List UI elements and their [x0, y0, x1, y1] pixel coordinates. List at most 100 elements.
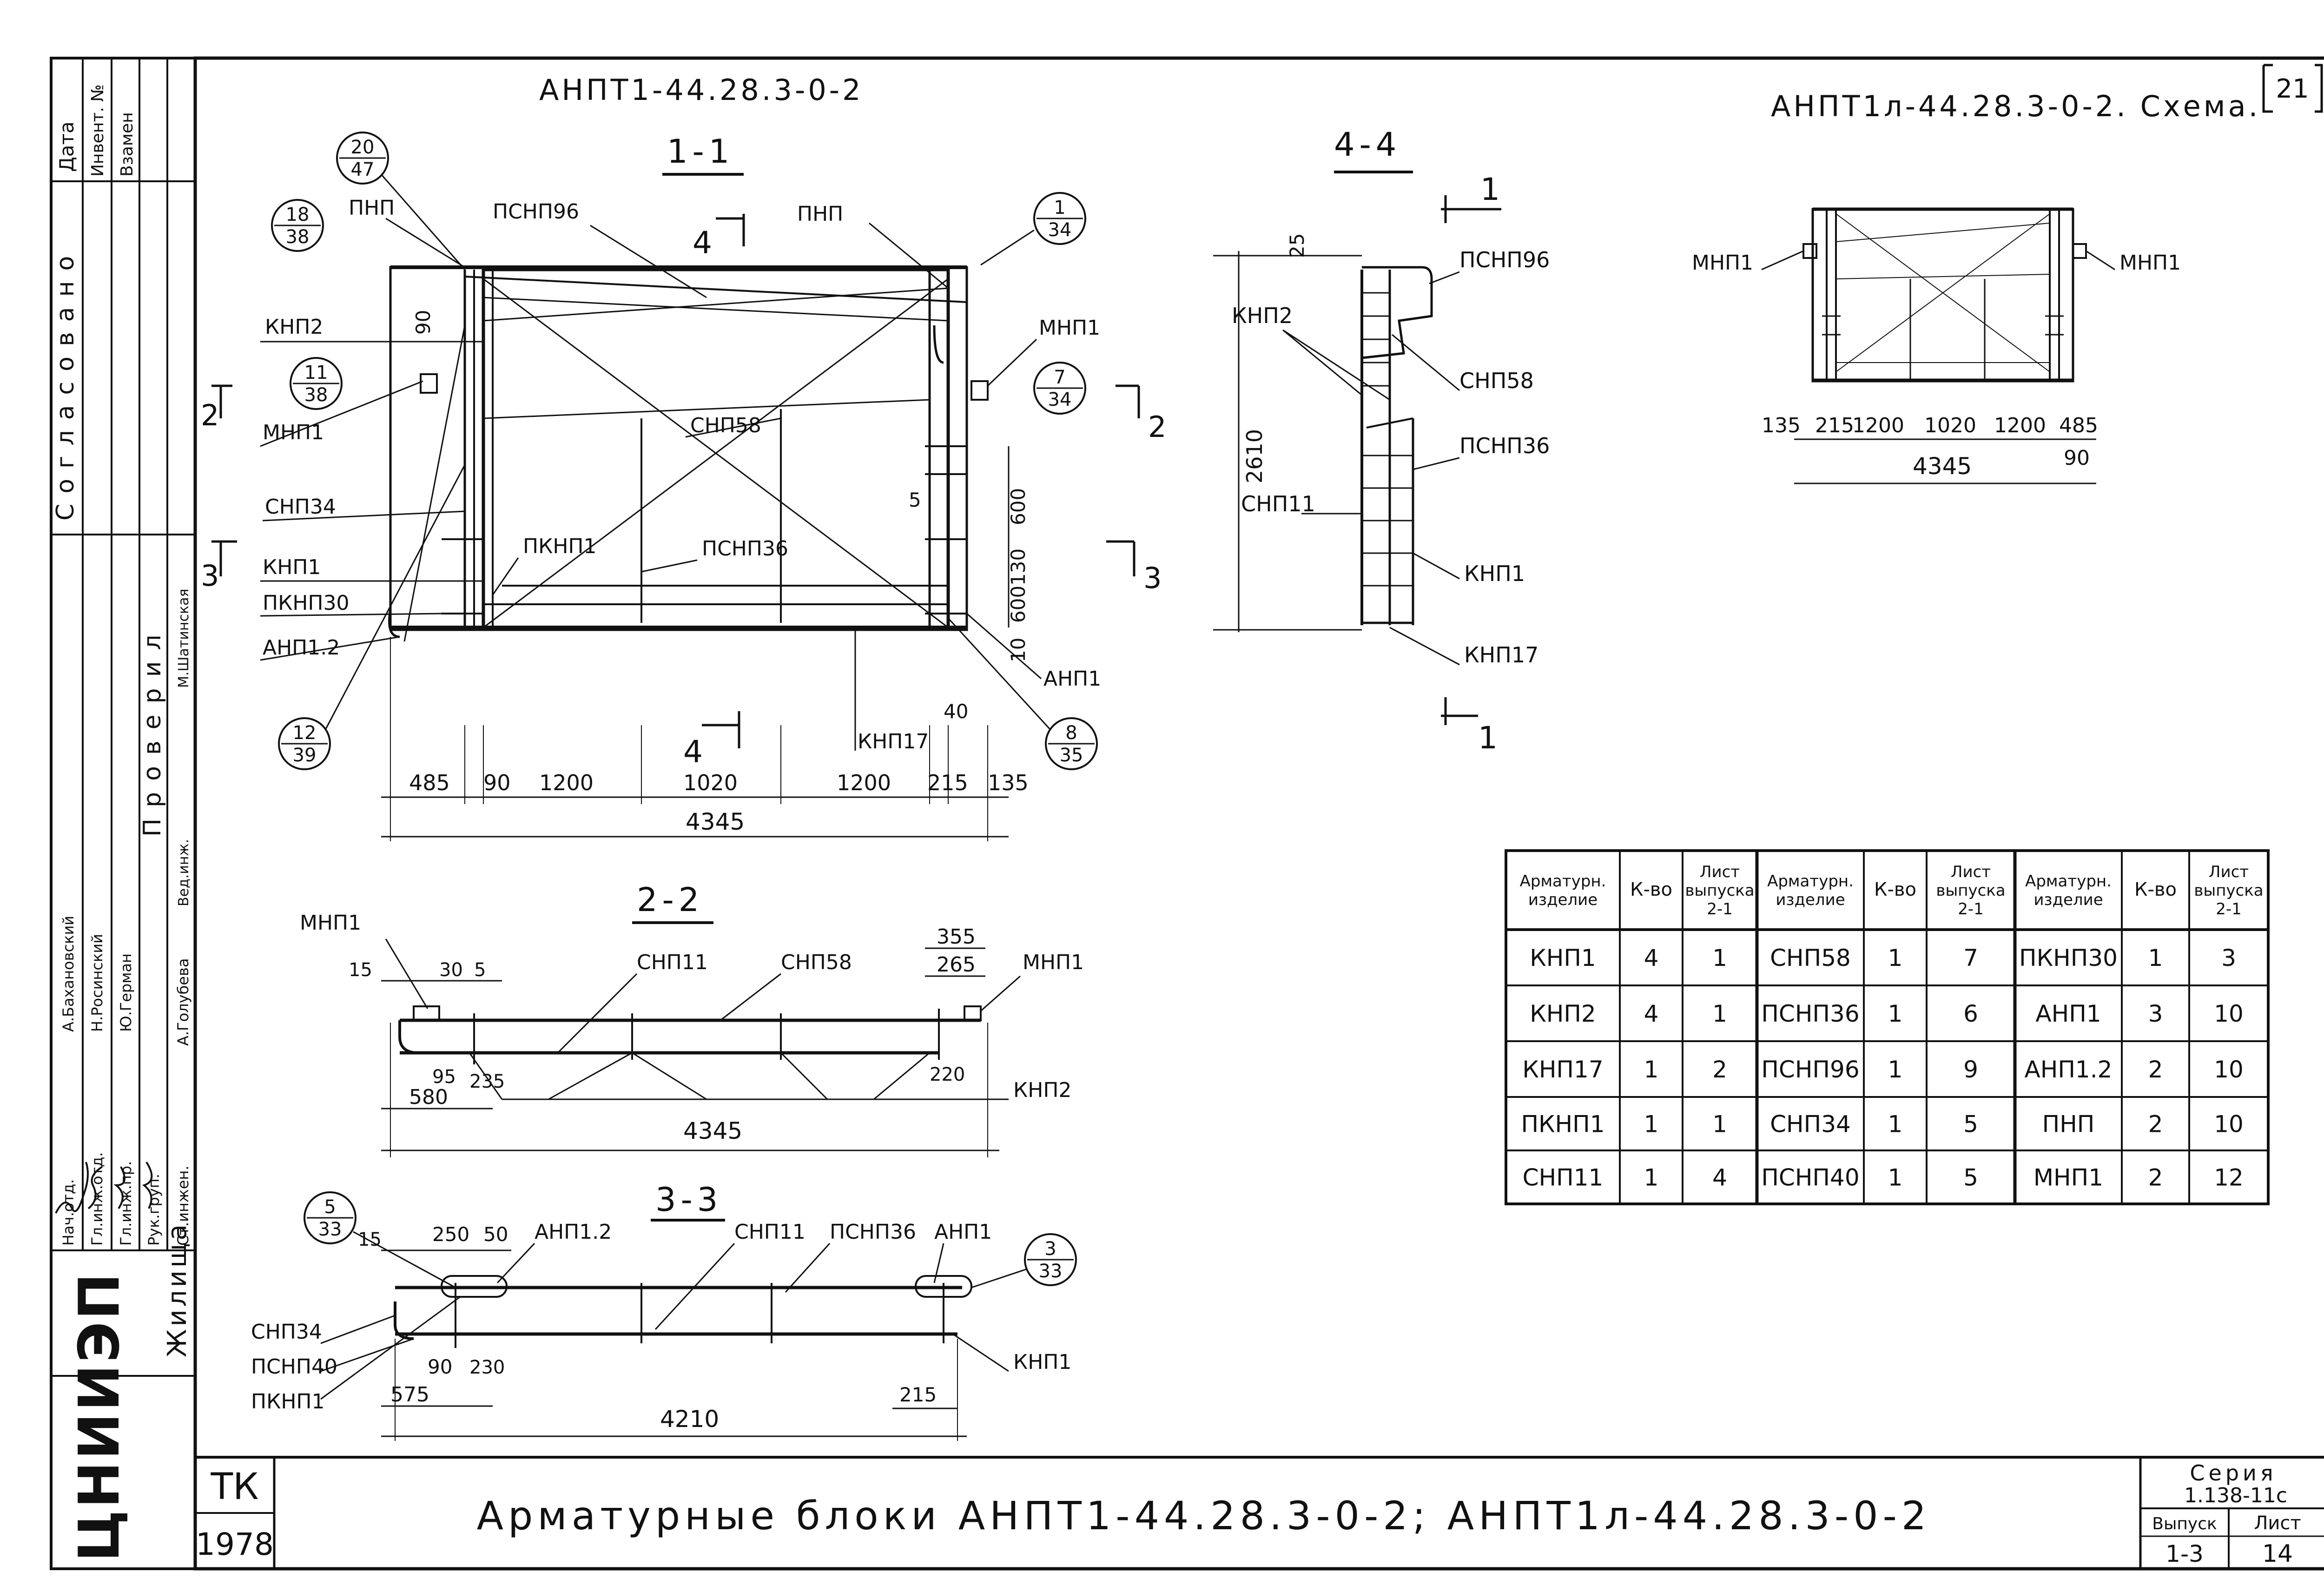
svg-text:34: 34 [1048, 389, 1072, 410]
stamp-name-2: Ю.Герман [117, 953, 135, 1032]
table-cell: ПСНП36 [1761, 1000, 1859, 1027]
table-cell: 4 [1644, 945, 1659, 971]
dim-bottom-4: 1200 [837, 770, 891, 795]
table-cell: 1 [1644, 1056, 1659, 1083]
svg-text:18: 18 [286, 204, 310, 225]
svg-text:7: 7 [1054, 367, 1065, 388]
dim-600-b: 600 [1007, 586, 1030, 623]
issue-label: Выпуск [2152, 1514, 2217, 1533]
svg-text:33: 33 [318, 1219, 342, 1240]
label-33-pknp1: ПКНП1 [251, 1390, 325, 1414]
dim-22-5: 5 [474, 959, 486, 981]
ref-circle-7-34: 7 34 [1033, 362, 1086, 415]
dim-bottom-5: 215 [927, 770, 968, 795]
section-3-3-title: 3-3 [655, 1181, 722, 1219]
year: 1978 [196, 1526, 274, 1562]
section-2-2-title: 2-2 [637, 881, 704, 919]
table-cell: 4 [1712, 1164, 1727, 1191]
dim-33-50: 50 [483, 1223, 508, 1246]
svg-text:4: 4 [683, 734, 703, 770]
dim-5: 5 [909, 489, 921, 511]
sheet-frame [193, 56, 2324, 1571]
table-header-cell: выпуска [1936, 881, 2005, 900]
cut-mark-2-right: 2 [1116, 384, 1166, 444]
table-header-cell: изделие [2034, 891, 2103, 909]
signature-2 [87, 1166, 103, 1209]
dim-33-90: 90 [428, 1355, 452, 1378]
svg-text:47: 47 [351, 159, 375, 180]
table-cell: 1 [1888, 1164, 1903, 1191]
stamp-role-5: Вед.инж. [176, 839, 192, 906]
label-22-knp2: КНП2 [1013, 1078, 1071, 1102]
table-cell: 1 [1888, 945, 1903, 971]
table-cell: 2 [2148, 1164, 2163, 1191]
label-pnp-left: ПНП [349, 196, 395, 220]
dim-scheme-total: 4345 [1913, 453, 1972, 480]
table-cell: 10 [2214, 1111, 2244, 1138]
signature-4 [142, 1161, 153, 1209]
svg-text:8: 8 [1065, 722, 1077, 744]
issue-value: 1-3 [2166, 1540, 2204, 1567]
dim-600-a: 600 [1007, 488, 1030, 525]
label-33-psnp36: ПСНП36 [830, 1220, 916, 1244]
table-header-cell: Арматурн. [1520, 872, 1606, 891]
label-mnp1-right: МНП1 [1039, 316, 1100, 340]
label-33-anp12: АНП1.2 [535, 1220, 612, 1244]
dim-22-580: 580 [409, 1085, 448, 1109]
table-cell: 1 [2148, 945, 2163, 971]
scheme-view: МНП1 МНП1 135 215 1200 1020 1200 485 90 … [1692, 207, 2181, 484]
label-22-snp58: СНП58 [781, 951, 852, 974]
table-header-cell: 2-1 [1958, 900, 1984, 918]
ref-circle-8-35: 8 35 [1045, 717, 1098, 770]
table-cell: 6 [1963, 1000, 1978, 1027]
dim-33-575: 575 [390, 1383, 429, 1407]
svg-text:2: 2 [1148, 410, 1166, 444]
table-cell: 2 [2148, 1111, 2163, 1138]
label-knp1: КНП1 [263, 555, 321, 579]
svg-text:1: 1 [1480, 172, 1500, 207]
table-header-cell: К-во [2134, 879, 2177, 900]
table-cell: 1 [1712, 1111, 1727, 1138]
series-value: 1.138-11с [2184, 1484, 2287, 1507]
dim-22-265: 265 [937, 953, 976, 977]
label-33-knp1: КНП1 [1013, 1350, 1071, 1374]
svg-text:11: 11 [304, 362, 328, 383]
cut-mark-1-bottom: 1 [1441, 697, 1498, 756]
label-33-psnp40: ПСНП40 [251, 1355, 337, 1379]
table-cell: ПНП [2042, 1111, 2095, 1138]
dim-90: 90 [412, 310, 435, 335]
dim-44-25: 25 [1286, 233, 1308, 258]
ref-circle-11-38: 11 38 [290, 357, 343, 410]
dim-22-95: 95 [432, 1066, 456, 1088]
table-header-cell: К-во [1874, 879, 1916, 900]
svg-text:5: 5 [324, 1196, 336, 1218]
dim-40: 40 [944, 700, 968, 723]
dim-scheme-4: 1200 [1994, 414, 2046, 437]
stamp-agreed-label: Согласовано [52, 246, 79, 521]
cut-mark-4-bottom: 4 [683, 711, 740, 770]
dim-130: 130 [1007, 548, 1030, 586]
label-44-snp58: СНП58 [1459, 368, 1534, 393]
table-cell: 5 [1963, 1164, 1978, 1191]
cut-mark-1-top: 1 [1441, 172, 1501, 223]
svg-text:12: 12 [293, 722, 317, 744]
corner-number: 21 [2276, 74, 2309, 104]
svg-text:33: 33 [1039, 1261, 1063, 1282]
table-cell: 1 [1712, 945, 1727, 971]
stamp-role-2: Гл.инж.пр. [117, 1161, 135, 1246]
section-2-2-view: 2-2 МНП1 СНП11 СНП58 МНП1 КНП2 15 30 5 3… [300, 881, 1084, 1157]
label-pknp30: ПКНП30 [263, 591, 349, 615]
label-anp1: АНП1 [1043, 667, 1101, 691]
table-header-cell: Арматурн. [1767, 872, 1854, 891]
dim-22-235: 235 [469, 1071, 505, 1092]
dim-22-355: 355 [937, 925, 976, 949]
table-cell: КНП1 [1530, 945, 1596, 971]
table-cell: ПКНП30 [2019, 945, 2118, 971]
stamp-name-0: А.Бахановский [59, 916, 77, 1032]
dim-44-height: 2610 [1242, 429, 1267, 483]
dim-22-220: 220 [930, 1064, 965, 1085]
drawing-title-left: АНПТ1-44.28.3-0-2 [539, 73, 864, 107]
stamp-header-inventory: Инвент. № [88, 84, 107, 177]
dim-scheme-3: 1020 [1924, 414, 1976, 437]
table-header-cell: 2-1 [1707, 900, 1733, 918]
